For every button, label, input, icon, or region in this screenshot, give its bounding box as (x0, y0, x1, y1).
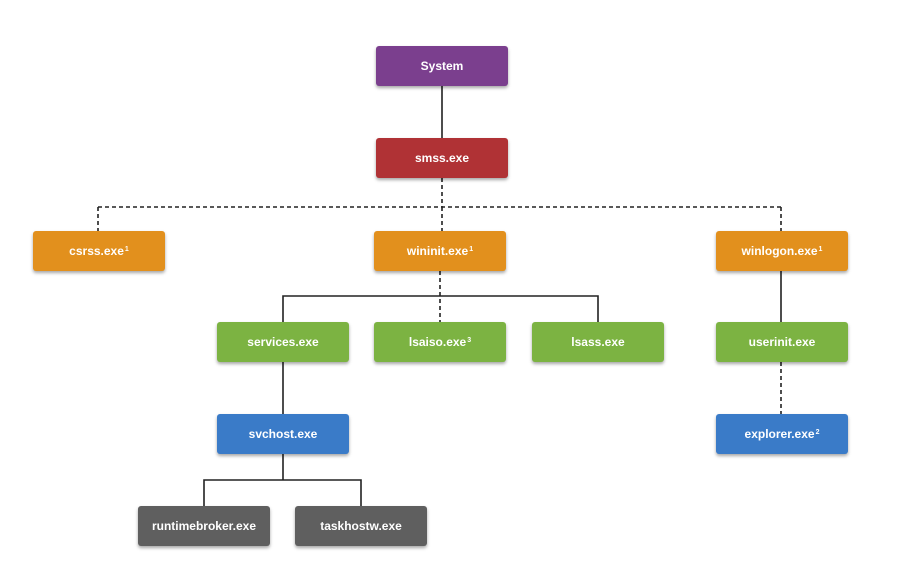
node-userinit: userinit.exe (716, 322, 848, 362)
node-taskhostw-label: taskhostw.exe (320, 519, 402, 533)
node-services-label: services.exe (247, 335, 319, 349)
node-smss: smss.exe (376, 138, 508, 178)
node-smss-label: smss.exe (414, 151, 470, 165)
node-runtimebroker: runtimebroker.exe (138, 506, 270, 546)
node-lsass-label: lsass.exe (571, 335, 625, 349)
node-services: services.exe (217, 322, 349, 362)
node-runtimebroker-label: runtimebroker.exe (151, 519, 257, 533)
node-csrss-label: csrss.exe (69, 244, 124, 258)
node-svchost: svchost.exe (217, 414, 349, 454)
node-taskhostw: taskhostw.exe (295, 506, 427, 546)
edge-wininit-services-lsass (282, 295, 599, 322)
node-svchost-label: svchost.exe (248, 427, 318, 441)
node-lsaiso-label: lsaiso.exe (408, 335, 467, 349)
node-system: System (376, 46, 508, 86)
node-userinit-label: userinit.exe (748, 335, 816, 349)
node-lsass: lsass.exe (532, 322, 664, 362)
edge-svchost-children (203, 479, 362, 506)
node-system-label: System (420, 59, 464, 73)
node-winlogon-label: winlogon.exe (741, 244, 818, 258)
node-wininit-label: wininit.exe (406, 244, 469, 258)
node-explorer-label: explorer.exe (744, 427, 815, 441)
